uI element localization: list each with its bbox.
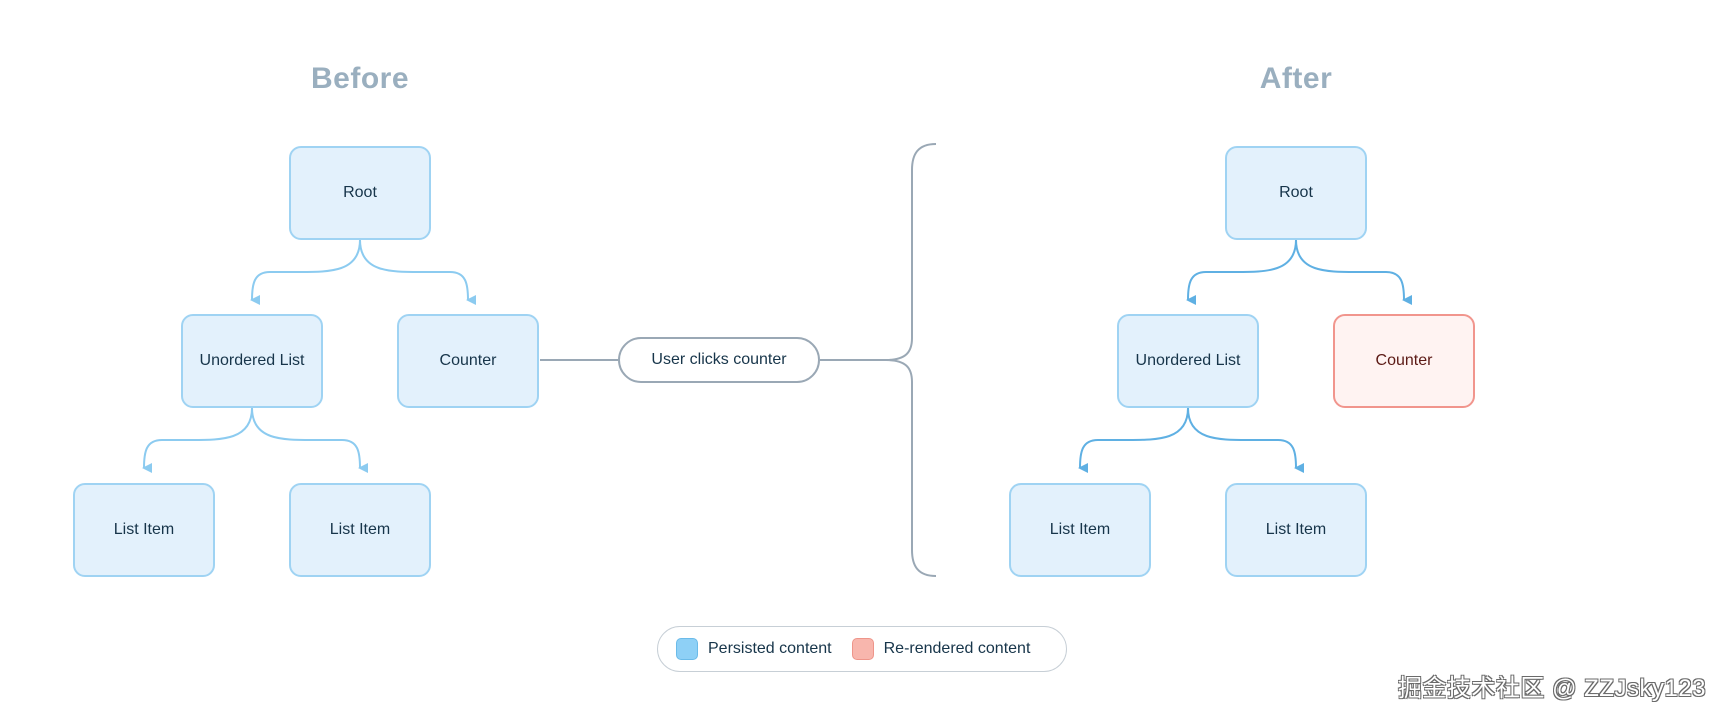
after-counter-node: Counter [1333,314,1475,408]
connector-list-to-item2 [251,407,369,473]
connector-root-to-counter [359,239,477,305]
persisted-swatch [676,638,698,660]
connector-root-to-list [1186,239,1297,306]
legend: Persisted content Re-rendered content [657,626,1067,672]
before-counter-node: Counter [397,314,539,408]
legend-item-persisted: Persisted content [676,638,832,660]
legend-item-rerendered: Re-rendered content [851,638,1031,660]
connector-root-to-counter [1295,239,1413,305]
after-unordered-list-node: Unordered List [1117,314,1259,408]
before-root-node: Root [289,146,431,240]
after-list-item-node: List Item [1009,483,1151,577]
after-list-item-node: List Item [1225,483,1367,577]
brace-bracket [885,143,937,577]
before-connectors [142,239,477,474]
connector-list-to-item2 [1187,407,1305,473]
after-connectors [1078,239,1413,474]
after-root-node: Root [1225,146,1367,240]
before-list-item-node: List Item [289,483,431,577]
transition-connector [540,143,937,577]
rerendered-swatch [851,638,874,660]
before-list-item-node: List Item [73,483,215,577]
watermark: 掘金技术社区 @ ZZJsky123 [1397,675,1706,702]
connector-list-to-item1 [1078,407,1189,474]
before-unordered-list-node: Unordered List [181,314,323,408]
connector-root-to-list [250,239,361,306]
after-title: After [1259,62,1333,95]
legend-label-rerendered: Re-rendered content [883,640,1031,657]
connector-list-to-item1 [142,407,253,474]
legend-label-persisted: Persisted content [708,640,832,657]
before-title: Before [310,62,410,95]
event-label: User clicks counter [618,337,820,383]
